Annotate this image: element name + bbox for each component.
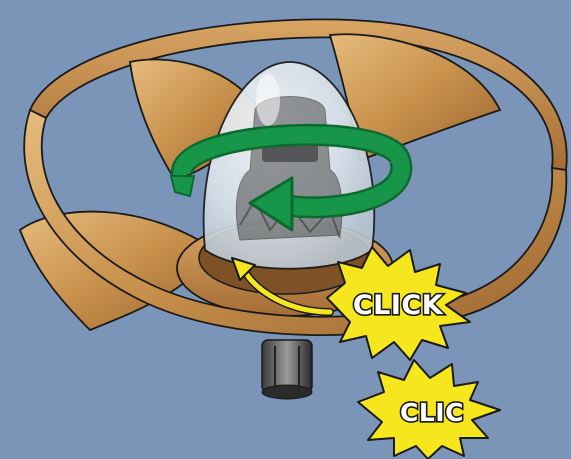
clic-label: CLIC <box>400 398 464 427</box>
click-label: CLICK <box>353 290 444 321</box>
motor-shaft <box>262 340 312 399</box>
clic-burst: CLIC <box>358 360 500 459</box>
click-burst: CLICK <box>327 247 470 360</box>
